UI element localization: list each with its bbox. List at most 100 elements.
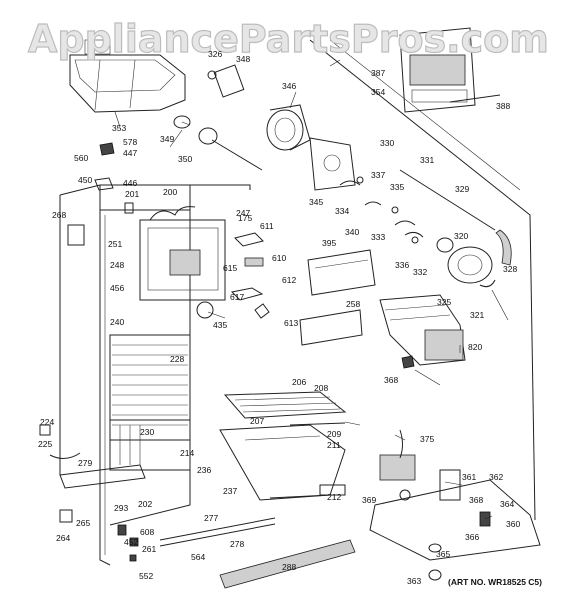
part-label: 261 [142, 544, 156, 554]
part-label: 211 [327, 440, 341, 450]
part-label: 611 [260, 221, 274, 231]
part-label: 209 [327, 429, 341, 439]
part-label: 214 [180, 448, 194, 458]
cover-panels [299, 249, 376, 346]
part-label: 265 [76, 518, 90, 528]
part-label: 201 [125, 189, 139, 199]
part-label: 368 [384, 375, 398, 385]
part-label: 362 [489, 472, 503, 482]
part-label: 353 [112, 123, 126, 133]
part-label: 251 [108, 239, 122, 249]
part-label: 332 [413, 267, 427, 277]
part-label: 264 [56, 533, 70, 543]
leader-lines [114, 59, 509, 520]
part-label: 337 [371, 170, 385, 180]
part-label: 175 [238, 213, 252, 223]
part-label: 387 [371, 68, 385, 78]
part-label: 335 [390, 182, 404, 192]
part-label: 236 [197, 465, 211, 475]
part-label: 369 [362, 495, 376, 505]
shelf [223, 391, 347, 426]
part-label: 612 [282, 275, 296, 285]
part-label: 329 [455, 184, 469, 194]
part-labels: 326 348 346 353 349 350 578 447 560 446 … [38, 49, 520, 586]
part-label: 228 [170, 354, 184, 364]
part-label: 293 [114, 503, 128, 513]
part-label: 330 [380, 138, 394, 148]
mounting-plate [213, 64, 356, 191]
evaporator-coil [109, 334, 191, 471]
part-label: 345 [309, 197, 323, 207]
part-label: 326 [208, 49, 222, 59]
part-label: 375 [420, 434, 434, 444]
part-label: 365 [436, 549, 450, 559]
part-label: 336 [395, 260, 409, 270]
part-label: 388 [496, 101, 510, 111]
part-label: 248 [110, 260, 124, 270]
part-label: 615 [223, 263, 237, 273]
part-label: 617 [230, 292, 244, 302]
part-label: 395 [322, 238, 336, 248]
part-label: 320 [454, 231, 468, 241]
machine-compartment [369, 429, 541, 581]
auger-motor [173, 104, 311, 171]
part-label: 340 [345, 227, 359, 237]
icemaker [379, 294, 466, 369]
part-label: 224 [40, 417, 54, 427]
part-label: 328 [503, 264, 517, 274]
part-label: 268 [52, 210, 66, 220]
part-label: 240 [110, 317, 124, 327]
part-label: 207 [250, 416, 264, 426]
art-number: (ART NO. WR18525 C5) [448, 577, 542, 587]
part-label: 364 [500, 499, 514, 509]
part-label: 564 [191, 552, 205, 562]
part-label: 610 [272, 253, 286, 263]
part-label: 346 [282, 81, 296, 91]
crisper-pan [219, 424, 346, 501]
part-label: 277 [204, 513, 218, 523]
part-label: 452 [124, 537, 138, 547]
part-label: 560 [74, 153, 88, 163]
part-label: 366 [465, 532, 479, 542]
dispenser-frame [399, 27, 501, 113]
part-label: 200 [163, 187, 177, 197]
cabinet-outline [59, 39, 536, 566]
part-label: 354 [371, 87, 385, 97]
part-label: 435 [213, 320, 227, 330]
part-label: 279 [78, 458, 92, 468]
part-label: 258 [346, 299, 360, 309]
ice-bucket [69, 39, 186, 113]
part-label: 333 [371, 232, 385, 242]
watermark-text: AppliancePartsPros.com [28, 17, 549, 61]
part-label: 331 [420, 155, 434, 165]
part-label: 288 [282, 562, 296, 572]
part-label: 212 [327, 492, 341, 502]
part-label: 361 [462, 472, 476, 482]
part-label: 456 [110, 283, 124, 293]
part-label: 613 [284, 318, 298, 328]
part-label: 225 [38, 439, 52, 449]
part-label: 349 [160, 134, 174, 144]
part-label: 278 [230, 539, 244, 549]
fan-evaporator [139, 206, 270, 319]
part-label: 552 [139, 571, 153, 581]
part-label: 820 [468, 342, 482, 352]
part-label: 208 [314, 383, 328, 393]
lower-left-parts [39, 424, 146, 562]
part-label: 360 [506, 519, 520, 529]
small-fasteners [67, 70, 217, 246]
part-label: 450 [78, 175, 92, 185]
part-label: 202 [138, 499, 152, 509]
dispenser-linkage [339, 169, 512, 266]
bottom-rails [159, 517, 356, 589]
part-label: 368 [469, 495, 483, 505]
part-label: 578 [123, 137, 137, 147]
part-label: 321 [470, 310, 484, 320]
part-label: 206 [292, 377, 306, 387]
part-label: 446 [123, 178, 137, 188]
part-label: 350 [178, 154, 192, 164]
dispenser-motor [436, 237, 496, 288]
part-label: 237 [223, 486, 237, 496]
part-label: 363 [407, 576, 421, 586]
